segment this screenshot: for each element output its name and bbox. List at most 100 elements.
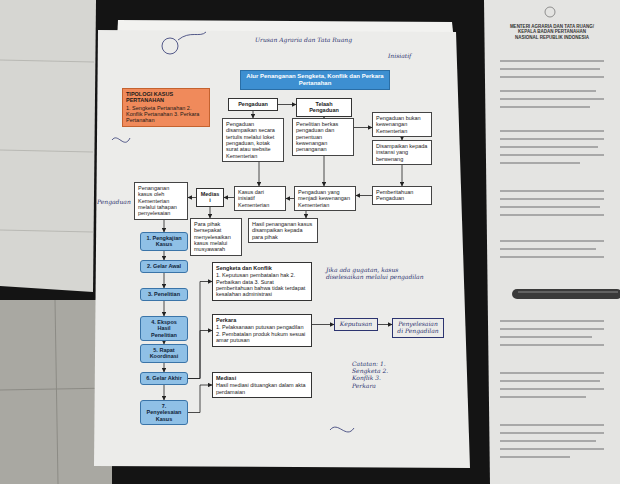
box-text: Penanganan kasus oleh Kementerian melalu…	[138, 185, 184, 217]
box-text: 1. Pengkajian Kasus	[144, 235, 184, 248]
flow-arrow	[356, 195, 372, 196]
process-box: Penanganan kasus oleh Kementerian melalu…	[134, 182, 188, 220]
paper-edge	[0, 60, 94, 62]
main-paper	[94, 30, 470, 468]
flow-arrow	[164, 301, 165, 316]
process-box: Hasil penanganan kasus disampaikan kepad…	[248, 218, 318, 243]
handwritten-note: Inisiatif	[388, 52, 428, 59]
process-box: Para pihak bersepakat menyelesaikan kasu…	[190, 218, 242, 256]
paper-edge	[0, 150, 93, 152]
box-text: 1. Keputusan pembatalan hak 2. Perbaikan…	[216, 272, 308, 297]
handwritten-note: Urusan Agraria dan Tata Ruang	[255, 36, 375, 43]
text-line	[500, 90, 596, 92]
flow-arrow	[324, 156, 325, 186]
box-text: Pengaduan bukan kewenangan Kementerian	[376, 115, 428, 134]
process-box: Pengaduan bukan kewenangan Kementerian	[372, 112, 432, 137]
regulation-document	[484, 0, 620, 484]
box-text: Hasil penanganan kasus disampaikan kepad…	[252, 221, 314, 240]
step-box: 2. Gelar Awal	[140, 260, 188, 273]
box-text: Penyelesaian di Pengadilan	[396, 321, 440, 335]
step-box: 4. Ekspos Hasil Penelitian	[140, 316, 188, 341]
document-heading: MENTERI AGRARIA DAN TATA RUANG/ KEPALA B…	[506, 24, 598, 40]
text-line	[500, 396, 586, 398]
text-line	[500, 130, 604, 132]
flow-arrow	[164, 251, 165, 260]
text-line	[500, 206, 600, 208]
text-line	[500, 154, 604, 156]
process-box: Pengaduan disampaikan secara tertulis me…	[222, 118, 284, 162]
text-line	[500, 146, 598, 148]
flow-arrow	[164, 363, 165, 372]
paper-stack	[0, 0, 96, 292]
text-line	[500, 448, 604, 450]
flow-arrow	[164, 385, 165, 400]
step-box: 1. Pengkajian Kasus	[140, 232, 188, 251]
text-line	[500, 328, 604, 330]
box-heading: Mediasi	[216, 375, 308, 381]
heading-box: Pengaduan	[228, 98, 278, 111]
process-box: Pemberitahuan Pengaduan	[372, 186, 432, 205]
pen	[512, 289, 620, 299]
text-line	[500, 106, 590, 108]
text-line	[500, 98, 604, 100]
outcome-box: MediasiHasil mediasi dituangkan dalam ak…	[212, 372, 312, 398]
flow-arrow	[253, 111, 254, 118]
paper-edge	[0, 230, 93, 232]
step-box: 5. Rapat Koordinasi	[140, 344, 188, 363]
process-box: Pengaduan yang menjadi kewenangan Kement…	[294, 186, 356, 211]
box-text: Mediasi	[200, 191, 220, 204]
flow-arrow	[312, 324, 334, 325]
box-text: Alur Penanganan Sengketa, Konflik dan Pe…	[244, 73, 386, 87]
text-line	[500, 198, 604, 200]
text-line	[500, 336, 592, 338]
step-box: 7. Penyelesaian Kasus	[140, 400, 188, 425]
text-line	[500, 388, 604, 390]
outcome-box: Perkara1. Pelaksanaan putusan pengadilan…	[212, 314, 312, 347]
flow-arrow	[354, 127, 372, 128]
text-line	[500, 68, 600, 70]
flow-arrow	[164, 220, 165, 232]
flow-arrow	[278, 104, 296, 105]
box-heading: TIPOLOGI KASUS PERTANAHAN	[126, 91, 206, 104]
text-line	[500, 240, 604, 242]
flow-arrow	[164, 273, 165, 288]
box-text: 3. Penelitian	[144, 291, 184, 297]
tile-joint	[55, 300, 58, 484]
ink-scribble	[162, 38, 178, 54]
box-heading: Sengketa dan Konflik	[216, 265, 308, 271]
box-text: 1. Sengketa Pertanahan 2. Konflik Pertan…	[126, 105, 206, 124]
heading-box: Telaah Pengaduan	[296, 98, 352, 117]
text-line	[500, 214, 604, 216]
ink-scribble	[178, 32, 206, 40]
process-box: Kasus dari inisiatif Kementerian	[234, 186, 286, 211]
flow-arrow	[210, 207, 211, 218]
box-text: Pengaduan disampaikan secara tertulis me…	[226, 121, 280, 159]
box-text: 7. Penyelesaian Kasus	[144, 403, 184, 422]
box-text: Keputusan	[338, 321, 374, 328]
text-line	[500, 344, 604, 346]
pen-highlight	[518, 292, 618, 293]
handwritten-note: Jika ada gugatan, kasus diselesaikan mel…	[326, 266, 436, 280]
box-text: 5. Rapat Koordinasi	[144, 347, 184, 360]
box-text: Disampaikan kepada instansi yang berwena…	[376, 143, 428, 162]
flow-arrow	[259, 162, 260, 186]
flow-arrow	[402, 165, 403, 186]
text-line	[500, 424, 604, 426]
flow-arrow	[188, 197, 196, 198]
box-text: Hasil mediasi dituangkan dalam akta perd…	[216, 382, 308, 395]
text-line	[500, 190, 604, 192]
text-line	[500, 456, 570, 458]
ink-scribble	[112, 138, 130, 142]
box-text: 2. Gelar Awal	[144, 263, 184, 269]
text-line	[500, 162, 580, 164]
text-line	[500, 380, 600, 382]
box-text: 4. Ekspos Hasil Penelitian	[144, 319, 184, 338]
box-text: Kasus dari inisiatif Kementerian	[238, 189, 282, 208]
text-line	[500, 432, 604, 434]
flow-arrow	[188, 385, 212, 413]
outcome-box: Sengketa dan Konflik1. Keputusan pembata…	[212, 262, 312, 301]
